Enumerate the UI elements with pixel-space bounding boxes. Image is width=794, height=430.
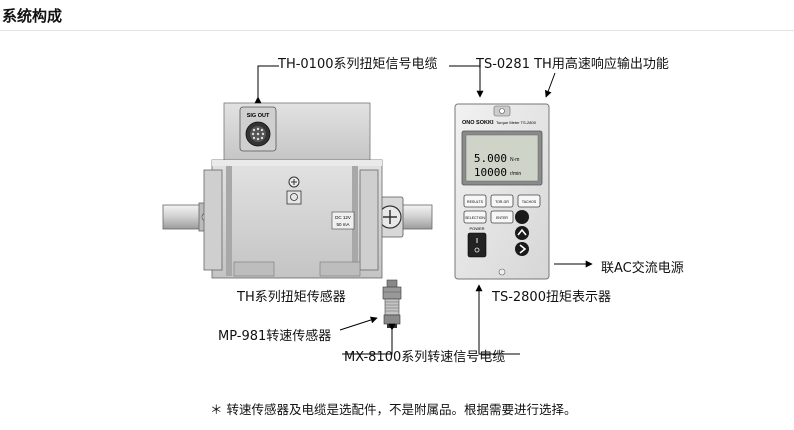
rev-sensor-label: MP-981转速传感器 [218,329,332,344]
rev-cable-line-right [475,284,520,355]
ac-power-label: 联AC交流电源 [601,261,684,276]
torque-sensor-device: SIG OUT [162,102,433,279]
lcd-speed-value: 10000 [474,166,507,179]
ts0281-label: TS-0281 TH用高速响应输出功能 [476,57,669,72]
key-results[interactable] [463,194,487,208]
power-switch[interactable] [467,232,487,258]
torque-display-device: ONO SOKKI Torque Meter TS-2800 5.000 N·m… [454,103,550,280]
key-tor-gr[interactable] [490,194,514,208]
power-label: POWER [469,226,484,231]
brand-logo: ONO SOKKI [462,120,494,126]
torque-cable-label: TH-0100系列扭矩信号电缆 [278,57,438,72]
connector-label: SIG OUT [247,113,270,119]
lcd-screen [465,134,539,182]
key-selection[interactable] [463,210,487,224]
rev-cable-line-left [342,323,396,355]
torque-display-label: TS-2800扭矩表示器 [492,290,611,305]
right-arrow-key-icon[interactable] [515,242,529,256]
lcd-torque-unit: N·m [510,157,519,163]
svg-text:TOR-GR: TOR-GR [495,200,509,204]
lcd-torque-value: 5.000 [474,152,507,165]
round-key-icon[interactable] [515,210,529,224]
keypad: RESULTS TOR-GR TACHOS SELECTION ENTER [463,194,541,256]
svg-text:RESULTS: RESULTS [467,200,484,204]
key-enter[interactable] [490,210,514,224]
rating-plate [331,211,355,230]
up-arrow-key-icon[interactable] [515,226,529,240]
key-tachos[interactable] [517,194,541,208]
page-title: 系统构成 [2,7,63,25]
torque-cable-line-left [254,65,279,104]
title-divider [0,30,794,31]
footnote: ＊ 转速传感器及电缆是选配件，不是附属品。根据需要进行选择。 [210,402,577,417]
rev-cable-label: MX-8100系列转速信号电缆 [344,350,506,365]
svg-text:ENTER: ENTER [496,216,508,220]
rating-plate-line2: 50 mA [336,222,349,227]
rev-sensor-device [382,279,402,328]
model-text: Torque Meter TS-2800 [496,120,537,125]
torque-sensor-label: TH系列扭矩传感器 [237,290,346,305]
torque-cable-line-right [449,65,484,98]
rev-sensor-pointer [339,316,378,331]
rating-plate-line1: DC 12V [335,215,351,220]
ts0281-pointer [544,72,556,98]
svg-text:TACHOS: TACHOS [522,200,537,204]
lcd-speed-unit: r/min [510,171,521,177]
svg-text:SELECTION: SELECTION [465,216,485,220]
